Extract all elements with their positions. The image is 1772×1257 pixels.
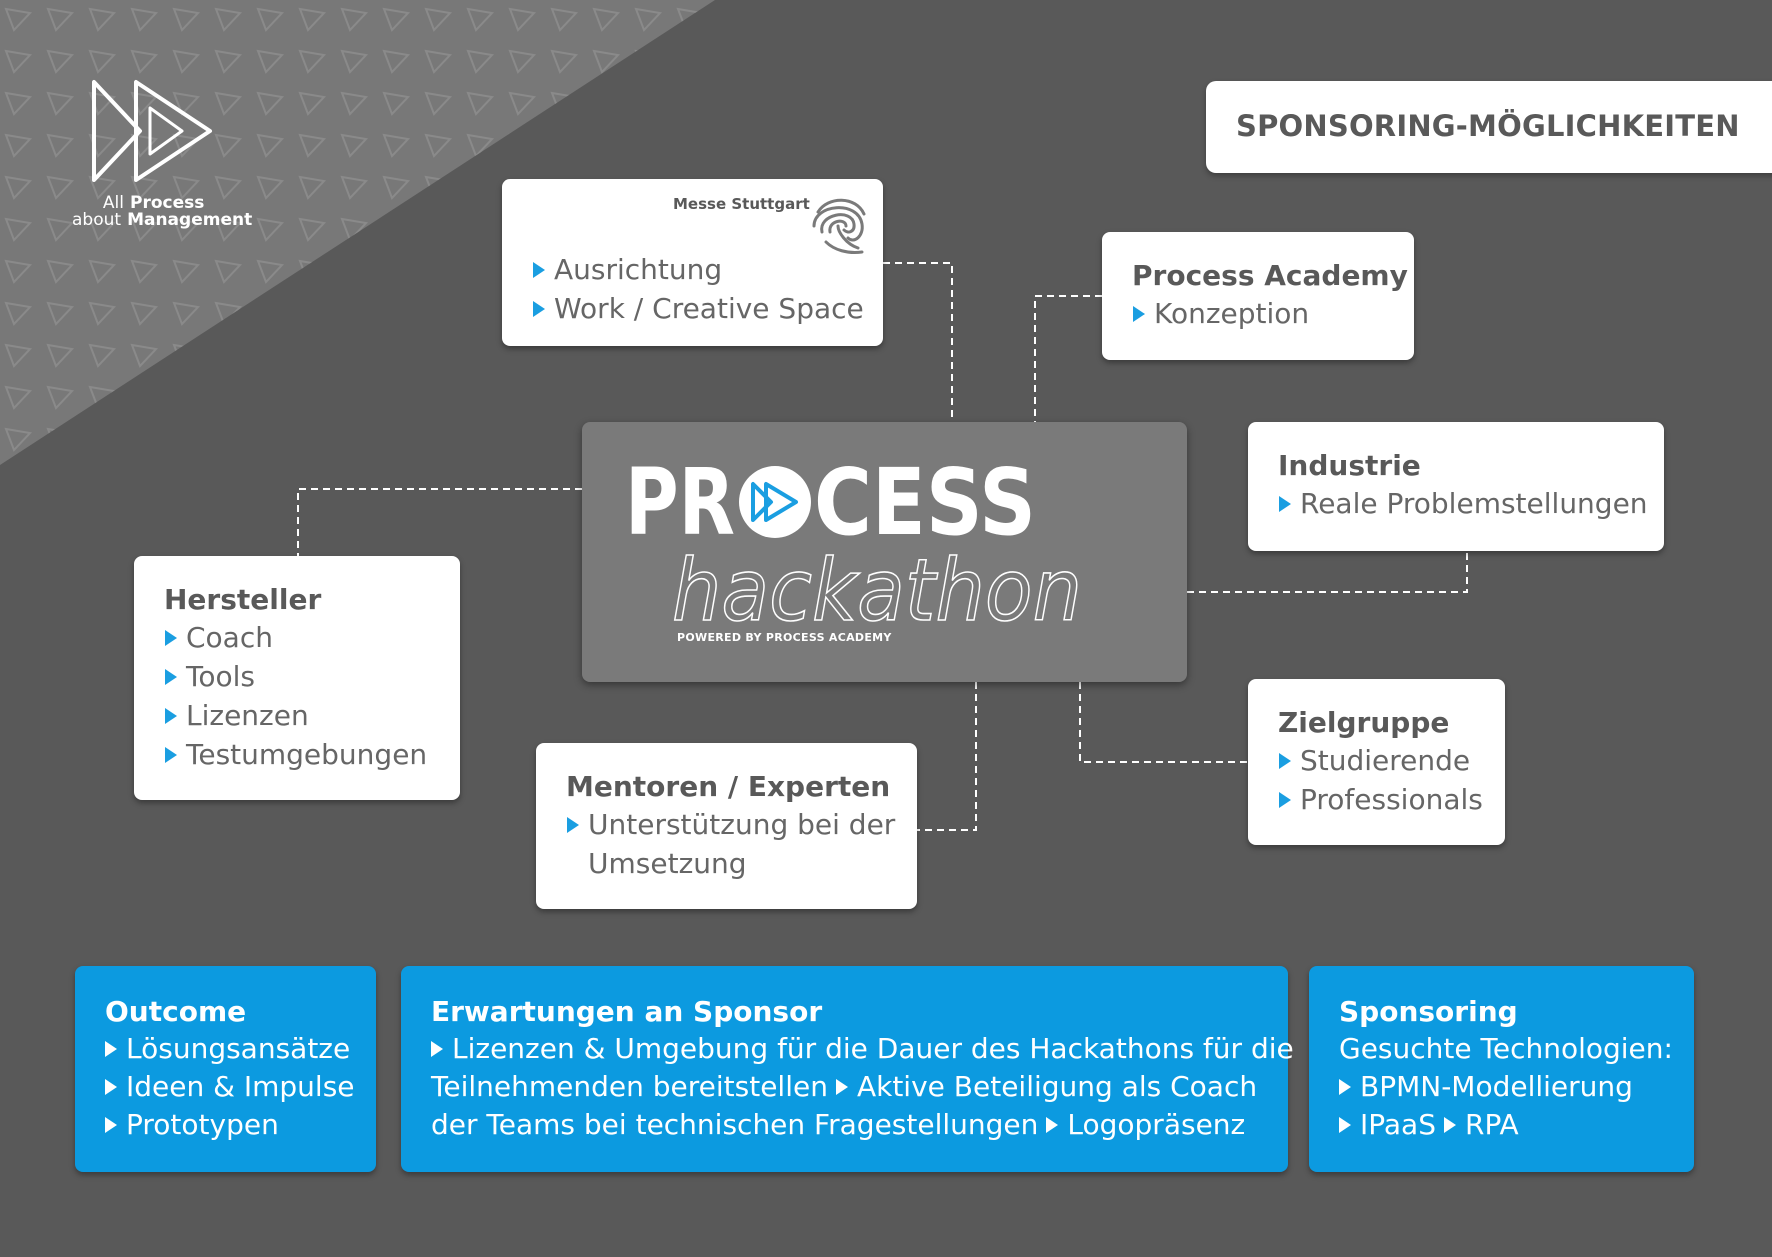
- zielgruppe-title: Zielgruppe: [1278, 706, 1450, 739]
- bullet-triangle-icon: [835, 1079, 848, 1095]
- bullet-triangle-icon: [105, 1079, 117, 1095]
- hersteller-item-1: Coach: [164, 618, 430, 657]
- sponsoring-subtitle: Gesuchte Technologien:: [1339, 1032, 1673, 1065]
- bullet-triangle-icon: [105, 1041, 117, 1057]
- sponsoring-title: Sponsoring: [1339, 995, 1518, 1028]
- hersteller-title: Hersteller: [164, 583, 322, 616]
- hersteller-item-2: Tools: [164, 657, 430, 696]
- erwartungen-line-1: Lizenzen & Umgebung für die Dauer des Ha…: [431, 1030, 1294, 1068]
- zielgruppe-item-1: Studierende: [1278, 741, 1475, 780]
- hersteller-item-3: Lizenzen: [164, 696, 430, 735]
- connector-process-academy: [1034, 295, 1102, 422]
- card-industrie: Industrie Reale Problemstellungen: [1248, 422, 1664, 551]
- industrie-title: Industrie: [1278, 449, 1421, 482]
- process-hackathon-brand: PR CESS hackathon POWERED BY PROCESS ACA…: [582, 422, 1187, 682]
- card-process-academy: Process Academy Konzeption: [1102, 232, 1414, 360]
- card-messe-stuttgart: Ausrichtung Work / Creative Space: [502, 179, 883, 346]
- erwartungen-title: Erwartungen an Sponsor: [431, 995, 823, 1028]
- logo-word-process: Process: [130, 193, 205, 213]
- connector-messe: [883, 262, 953, 422]
- brand-word-hackathon: hackathon: [672, 541, 1082, 641]
- connector-industrie: [1187, 551, 1468, 593]
- brand-word-pr: PR: [625, 449, 735, 556]
- mentoren-item-1: Unterstützung bei der: [566, 805, 895, 844]
- connector-hersteller: [297, 488, 582, 556]
- bullet-triangle-icon: [105, 1117, 117, 1133]
- bullet-triangle-icon: [1339, 1117, 1351, 1133]
- play-circle-icon: [739, 466, 811, 538]
- brand-word-cess: CESS: [814, 449, 1036, 556]
- process-hackathon-logo: PR CESS hackathon: [625, 449, 1083, 642]
- bullet-triangle-icon: [1443, 1117, 1456, 1133]
- process-academy-title: Process Academy: [1132, 259, 1408, 292]
- messe-item-1: Ausrichtung: [532, 250, 864, 289]
- industrie-item-1: Reale Problemstellungen: [1278, 484, 1648, 523]
- box-outcome: Outcome Lösungsansätze Ideen & Impulse P…: [75, 966, 376, 1172]
- mentoren-item-1-continued: Umsetzung: [588, 847, 747, 880]
- page-title: SPONSORING-MÖGLICHKEITEN: [1236, 109, 1740, 143]
- connector-zielgruppe: [1079, 682, 1248, 763]
- zielgruppe-item-2: Professionals: [1278, 780, 1483, 819]
- sponsoring-item-1: BPMN-Modellierung: [1339, 1068, 1664, 1106]
- page-title-box: SPONSORING-MÖGLICHKEITEN: [1206, 81, 1772, 173]
- box-erwartungen: Erwartungen an Sponsor Lizenzen & Umgebu…: [401, 966, 1294, 1172]
- mentoren-title: Mentoren / Experten: [566, 770, 891, 803]
- fingerprint-icon: [812, 198, 866, 254]
- process-academy-item-1: Konzeption: [1132, 294, 1384, 333]
- logo-word-all: All: [102, 193, 124, 213]
- card-zielgruppe: Zielgruppe Studierende Professionals: [1248, 679, 1505, 845]
- bullet-triangle-icon: [1046, 1117, 1059, 1133]
- venue-label: Messe Stuttgart: [673, 195, 810, 213]
- messe-item-2: Work / Creative Space: [532, 289, 864, 328]
- card-hersteller: Hersteller Coach Tools Lizenzen Testumge…: [134, 556, 460, 800]
- erwartungen-line-3: der Teams bei technischen Fragestellunge…: [431, 1108, 1246, 1141]
- outcome-title: Outcome: [105, 995, 247, 1028]
- box-sponsoring: Sponsoring Gesuchte Technologien: BPMN-M…: [1309, 966, 1694, 1172]
- outcome-item-1: Lösungsansätze: [105, 1030, 350, 1068]
- process-management-logo-icon: [92, 80, 212, 182]
- connector-mentoren: [917, 682, 977, 831]
- logo-word-about: about: [72, 210, 122, 230]
- bullet-triangle-icon: [1339, 1079, 1351, 1095]
- bullet-triangle-icon: [431, 1041, 443, 1057]
- hersteller-item-4: Testumgebungen: [164, 735, 430, 774]
- outcome-item-2: Ideen & Impulse: [105, 1068, 355, 1106]
- card-mentoren: Mentoren / Experten Unterstützung bei de…: [536, 743, 917, 909]
- outcome-item-3: Prototypen: [105, 1106, 346, 1144]
- logo-word-management: Management: [127, 210, 253, 230]
- brand-tagline: POWERED BY PROCESS ACADEMY: [677, 631, 892, 644]
